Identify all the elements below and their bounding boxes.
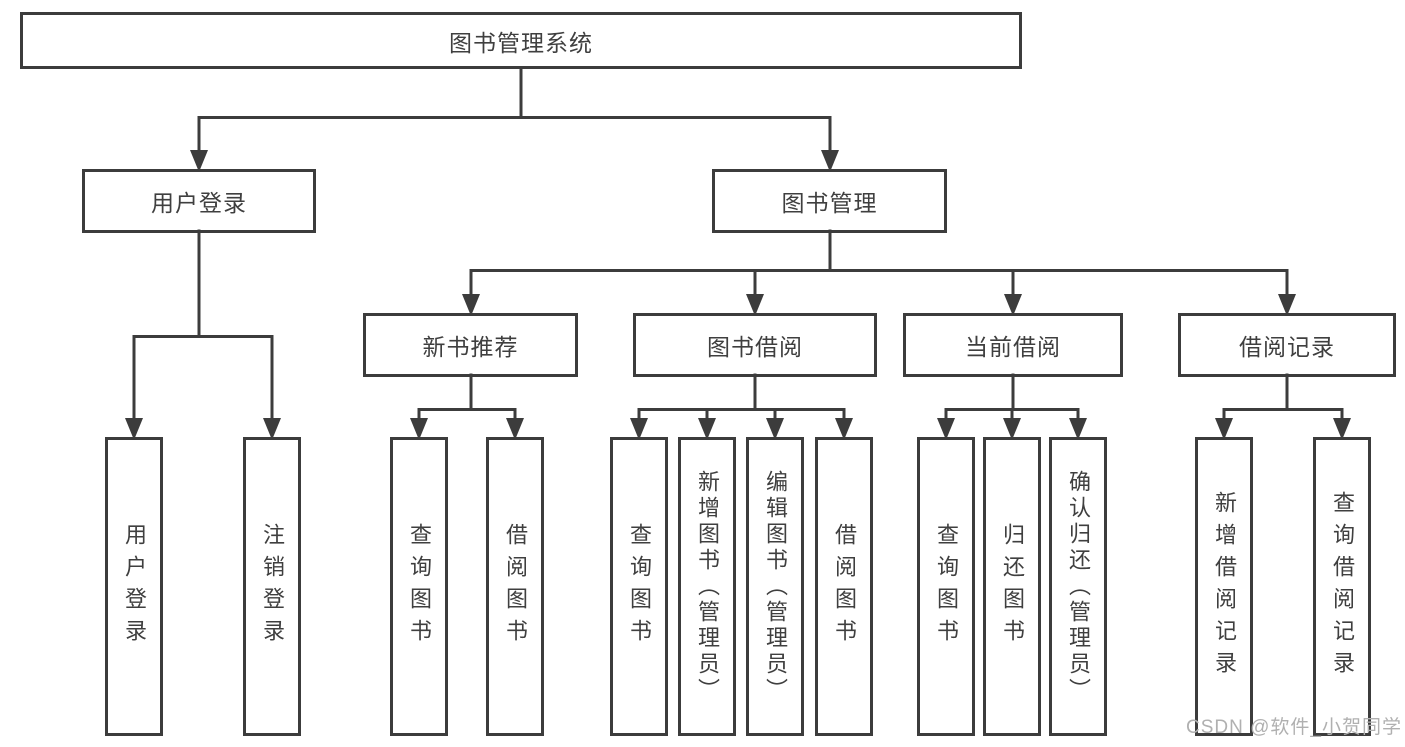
- node-label: 图书借阅: [707, 334, 803, 360]
- leaf-edit-books-admin: 编辑图书（管理员）: [746, 437, 804, 736]
- node-label: 借阅图书: [503, 522, 528, 651]
- leaf-borrow-books-recommend: 借阅图书: [486, 437, 544, 736]
- leaf-query-books-recommend: 查询图书: [390, 437, 448, 736]
- node-new-book-recommend: 新书推荐: [363, 313, 578, 377]
- node-label: 确认归还（管理员）: [1066, 469, 1091, 704]
- node-book-management: 图书管理: [712, 169, 947, 233]
- leaf-borrow-books-borrowing: 借阅图书: [815, 437, 873, 736]
- leaf-add-borrow-record: 新增借阅记录: [1195, 437, 1253, 736]
- leaf-return-books: 归还图书: [983, 437, 1041, 736]
- node-current-borrowing: 当前借阅: [903, 313, 1123, 377]
- node-label: 注销登录: [260, 522, 285, 651]
- node-label: 图书管理: [781, 190, 878, 216]
- node-library-system: 图书管理系统: [20, 12, 1022, 69]
- node-label: 用户登录: [151, 190, 247, 216]
- node-label: 查询图书: [934, 522, 959, 651]
- leaf-query-books-borrowing: 查询图书: [610, 437, 668, 736]
- node-book-borrowing: 图书借阅: [633, 313, 877, 377]
- node-label: 编辑图书（管理员）: [763, 469, 788, 704]
- node-label: 借阅记录: [1239, 334, 1335, 360]
- node-label: 当前借阅: [965, 334, 1061, 360]
- leaf-confirm-return-admin: 确认归还（管理员）: [1049, 437, 1107, 736]
- leaf-query-borrow-record: 查询借阅记录: [1313, 437, 1371, 736]
- node-label: 新书推荐: [422, 334, 519, 360]
- node-label: 用户登录: [122, 522, 147, 651]
- node-label: 归还图书: [1000, 522, 1025, 651]
- node-borrowing-records: 借阅记录: [1178, 313, 1396, 377]
- node-user-login: 用户登录: [82, 169, 316, 233]
- node-label: 查询图书: [627, 522, 652, 651]
- leaf-logout: 注销登录: [243, 437, 301, 736]
- node-label: 新增借阅记录: [1212, 490, 1237, 683]
- node-label: 新增图书（管理员）: [695, 469, 720, 704]
- node-label: 借阅图书: [832, 522, 857, 651]
- leaf-add-books-admin: 新增图书（管理员）: [678, 437, 736, 736]
- node-label: 查询图书: [407, 522, 432, 651]
- node-label: 查询借阅记录: [1330, 490, 1355, 683]
- node-label: 图书管理系统: [449, 29, 593, 56]
- csdn-watermark: CSDN @软件_小贺同学: [1186, 717, 1402, 738]
- leaf-user-login: 用户登录: [105, 437, 163, 736]
- leaf-query-books-current: 查询图书: [917, 437, 975, 736]
